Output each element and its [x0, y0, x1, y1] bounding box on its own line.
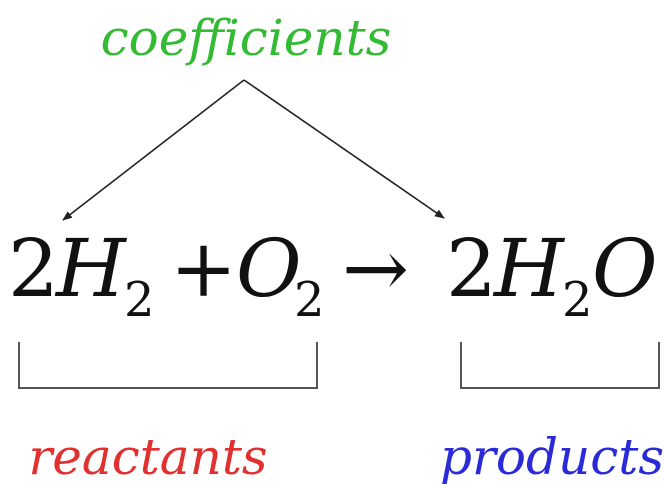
reactant1-subscript: 2 — [124, 272, 155, 328]
reactants-label: reactants — [28, 428, 267, 484]
reactant1-coefficient: 2 — [8, 222, 59, 315]
reactants-bracket — [18, 342, 318, 389]
products-bracket — [460, 342, 660, 389]
coefficient-pointer-left — [62, 79, 245, 221]
reactant2-symbol: O — [236, 222, 302, 315]
chemical-equation: 2 H 2 + O 2 → 2 H 2 O — [8, 222, 658, 328]
product-coefficient: 2 — [446, 222, 497, 315]
plus-sign: + — [170, 222, 237, 315]
product-symbol-h: H — [492, 222, 566, 315]
product-subscript: 2 — [562, 272, 593, 328]
product-symbol-o: O — [592, 222, 658, 315]
coefficient-pointer-right — [243, 79, 445, 219]
reaction-arrow: → — [342, 222, 409, 315]
products-label: products — [440, 428, 664, 484]
coefficients-label: coefficients — [101, 9, 392, 67]
reactant1-symbol: H — [54, 222, 128, 315]
reactant2-subscript: 2 — [294, 272, 325, 328]
